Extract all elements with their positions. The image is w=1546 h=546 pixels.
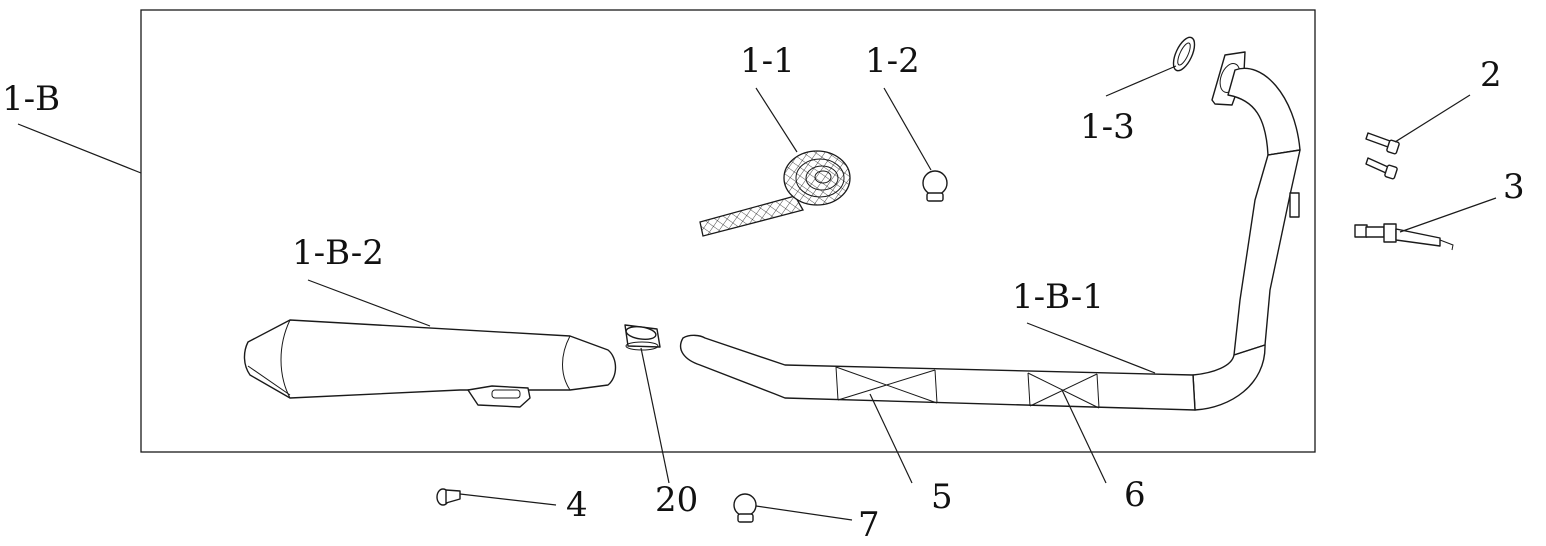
muffler-bolt [436,488,461,506]
callout-5: 5 [931,477,953,517]
acorn-nut-outer [733,493,757,523]
leader-5 [869,393,913,484]
leader-6 [1061,389,1107,484]
leader-1-B [17,123,142,174]
leader-7 [755,505,853,521]
header-pipe [679,51,1301,411]
callout-1-1: 1-1 [740,41,795,81]
leader-1-B-2 [307,279,431,327]
callout-1-B-1: 1-B-1 [1012,277,1104,317]
oxygen-sensor [1354,223,1454,251]
heat-wrap-tape [699,150,851,237]
leader-4 [459,493,557,506]
leader-3 [1399,197,1497,233]
leader-1-1 [755,87,798,153]
exhaust-gasket [1172,36,1196,72]
muffler [243,319,617,408]
leader-lines [17,65,1497,521]
callout-labels: 1-B 1-1 1-2 1-3 2 3 1-B-2 1-B-1 20 4 5 6… [2,41,1525,545]
callout-20: 20 [655,480,698,520]
leader-1-B-1 [1026,322,1156,374]
callout-3: 3 [1503,167,1525,207]
callout-2: 2 [1480,55,1502,95]
callout-4: 4 [566,485,588,525]
callout-1-B-2: 1-B-2 [292,233,384,273]
leader-1-2 [883,87,932,171]
leader-2 [1394,94,1471,143]
callout-1-3: 1-3 [1080,107,1135,147]
leader-20 [640,347,670,484]
leader-1-3 [1105,65,1177,97]
callout-1-2: 1-2 [865,41,920,81]
callout-6: 6 [1124,475,1146,515]
callout-1-B: 1-B [2,79,60,119]
assembly-frame [140,9,1316,453]
flange-bolts [1365,132,1400,180]
acorn-nut-inner [922,170,948,202]
callout-7: 7 [858,505,880,545]
pipe-sleeve [624,324,661,351]
